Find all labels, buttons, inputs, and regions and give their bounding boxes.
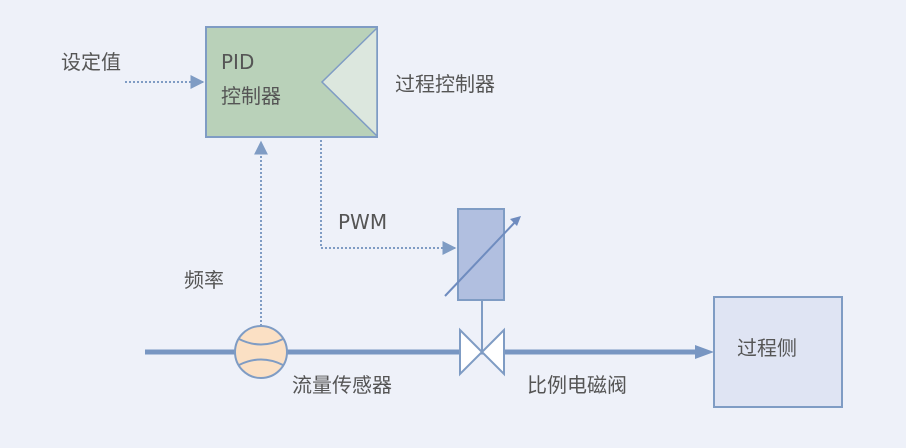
pid-controller-label: 控制器 [221, 84, 281, 108]
flow-sensor-label: 流量传感器 [292, 373, 392, 397]
pwm-signal [320, 140, 457, 255]
pwm-label: PWM [338, 210, 388, 234]
valve-right-triangle [480, 327, 505, 377]
pipe-arrowhead [695, 345, 714, 359]
pid-controller-triangle [320, 26, 378, 138]
variable-arrow-head [510, 216, 521, 226]
flow-sensor-arc-bottom [238, 358, 284, 366]
process-side-label: 过程侧 [737, 336, 797, 360]
flow-sensor-icon [234, 325, 288, 379]
valve-left-triangle [459, 327, 484, 377]
flow-sensor-arc-top [238, 338, 284, 346]
setpoint-label: 设定值 [61, 50, 121, 74]
solenoid-actuator [457, 208, 505, 301]
pid-label: PID [221, 50, 255, 74]
process-side-block [713, 296, 843, 408]
frequency-label: 频率 [184, 268, 224, 292]
variable-arrow-line [444, 219, 518, 297]
process-controller-label: 过程控制器 [395, 72, 495, 96]
proportional-valve-label: 比例电磁阀 [527, 373, 627, 397]
